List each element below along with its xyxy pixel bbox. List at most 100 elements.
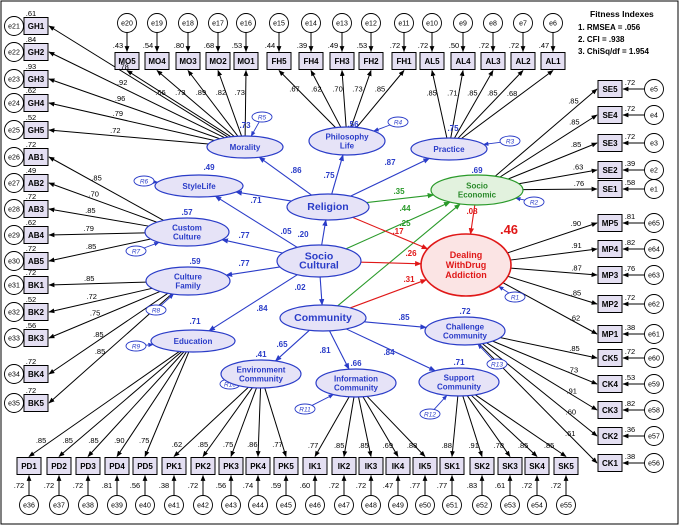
residual-r3-label: R3 [506, 138, 515, 145]
error-e60-circle [644, 348, 664, 368]
indicator-ab1-loading-arrow [48, 156, 164, 221]
indicator-ck5-box [597, 349, 623, 367]
indicator-pd2-loading-arrow [58, 351, 182, 457]
latent-support [418, 367, 500, 397]
error-e62-label: e62 [648, 302, 660, 309]
latent-education [150, 329, 236, 353]
latent-family-label-line-2: Family [175, 282, 201, 291]
residual-r3-arrow [483, 141, 501, 146]
indicator-gh1-loading-arrow [48, 25, 229, 138]
indicator-ab4-label: AB4 [28, 231, 45, 240]
indicator-gh4-loading-arrow [48, 101, 215, 142]
error-e9-label: e9 [459, 21, 467, 28]
latent-dealing-label-line-2: WithDrug [446, 260, 486, 270]
residual-r1-arrow [498, 285, 510, 294]
indicator-pk2-variance: .72 [188, 481, 198, 490]
indicator-sk5-box [553, 457, 579, 475]
path-community-to-challenge-arrow [364, 321, 427, 330]
latent-info-label-line-2: Community [334, 384, 379, 393]
error-e9-circle [453, 13, 473, 33]
indicator-bk2-box [23, 303, 49, 321]
residual-r8-arrow [160, 293, 174, 306]
error-e21-label: e21 [8, 24, 20, 31]
indicator-ab2-loading: .70 [89, 189, 99, 198]
indicator-mo1-loading: .73 [234, 88, 244, 97]
latent-dealing-label-line-1: Dealing [450, 250, 483, 260]
indicator-se3-box [597, 134, 623, 152]
indicator-sk1-variance: .77 [437, 481, 447, 490]
latent-practice-label-line-1: Practice [433, 145, 465, 154]
indicator-al3-box [480, 52, 506, 70]
indicator-pd2-loading: .85 [62, 436, 72, 445]
path-religion-to-philosophy-arrow [331, 154, 344, 195]
indicator-sk2-loading-arrow [462, 395, 483, 458]
indicator-al2-variance: .72 [509, 41, 519, 50]
error-e45-label: e45 [280, 503, 292, 510]
error-e5-circle [644, 79, 664, 99]
indicator-fh3-variance: .49 [328, 41, 338, 50]
error-e52-label: e52 [476, 503, 488, 510]
indicator-fh5-box [266, 52, 292, 70]
indicator-se1-box [597, 180, 623, 198]
indicator-gh2-loading-arrow [48, 51, 225, 139]
error-e36-circle [19, 495, 39, 515]
indicator-mp5-box [597, 214, 623, 232]
latent-philosophy [308, 126, 386, 156]
indicator-ck3-label: CK3 [602, 406, 619, 415]
indicator-gh2-label: GH2 [28, 48, 45, 57]
indicator-ab3-box [23, 200, 49, 218]
indicator-bk2-loading: .72 [87, 292, 97, 301]
latent-sociocult-label-line-2: Cultural [299, 260, 339, 272]
indicator-se2-loading-arrow [518, 168, 598, 185]
path-religion-to-socioeco-coef: .35 [393, 187, 405, 196]
error-e37-label: e37 [53, 503, 65, 510]
error-e59-label: e59 [648, 382, 660, 389]
indicator-pd3-loading-arrow [87, 351, 185, 457]
error-e18-circle [178, 13, 198, 33]
residual-r3 [499, 135, 521, 147]
indicator-mp5-loading-arrow [507, 222, 598, 254]
indicator-sk4-box [524, 457, 550, 475]
indicator-pk1-variance: .38 [159, 481, 169, 490]
indicator-ck4-loading-arrow [492, 340, 598, 385]
indicator-ik3-loading: .85 [358, 441, 368, 450]
indicator-ck5-loading-arrow [500, 337, 598, 360]
error-e10-label: e10 [426, 21, 438, 28]
latent-environ-label-line-1: Environment [237, 366, 286, 375]
indicator-pd4-label: PD4 [109, 462, 125, 471]
indicator-mp5-label: MP5 [602, 219, 619, 228]
error-e30-label: e30 [8, 259, 20, 266]
error-e47-circle [334, 495, 354, 515]
latent-dealing-r2: .46 [500, 222, 518, 237]
indicator-sk3-label: SK3 [502, 462, 518, 471]
path-community-to-dealing-arrow [349, 279, 427, 309]
error-e11-label: e11 [398, 21, 409, 28]
error-e8-circle [483, 13, 503, 33]
indicator-fh4-loading-arrow [310, 69, 342, 128]
error-e8-label: e8 [489, 21, 497, 28]
indicator-pd3-box [75, 457, 101, 475]
error-e50-label: e50 [419, 503, 431, 510]
indicator-mp5-loading: .90 [571, 219, 581, 228]
error-e18-label: e18 [182, 21, 194, 28]
latent-community [279, 304, 367, 332]
path-sociocult-to-custom-coef: .77 [238, 231, 250, 240]
error-e12-label: e12 [365, 21, 377, 28]
indicator-mo1-box [233, 52, 259, 70]
latent-socioeco-label-line-1: Socio [466, 182, 488, 191]
path-sociocult-to-family-coef: .77 [238, 259, 250, 268]
indicator-ck2-loading-arrow [482, 343, 598, 437]
indicator-pd1-box [16, 457, 42, 475]
error-e37-circle [49, 495, 69, 515]
indicator-sk1-loading: .88 [441, 441, 451, 450]
indicator-ab1-loading: .85 [91, 174, 101, 183]
error-e22-label: e22 [8, 50, 20, 57]
indicator-ck2-variance: .36 [625, 425, 635, 434]
error-e55-circle [556, 495, 576, 515]
indicator-pd3-loading: .85 [88, 436, 98, 445]
indicator-mo2-loading-arrow [217, 69, 243, 137]
error-e7-circle [513, 13, 533, 33]
indicator-ck1-box [597, 454, 623, 472]
latent-sociocult [276, 244, 362, 278]
